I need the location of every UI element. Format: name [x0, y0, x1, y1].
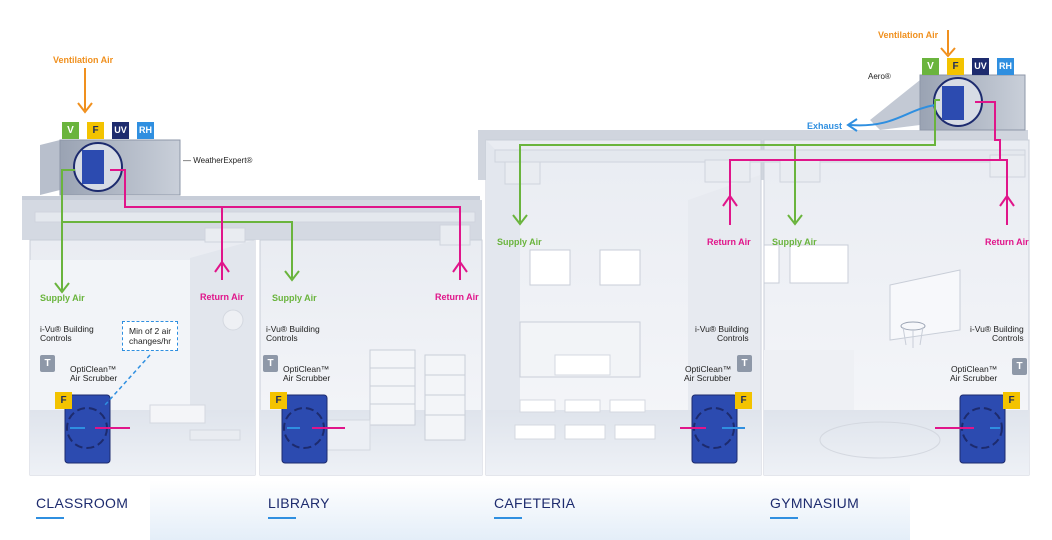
badge-f-library: F — [270, 392, 287, 409]
room-label-library: LIBRARY — [268, 495, 330, 511]
floor-glow — [150, 480, 910, 540]
return-air-label-classroom: Return Air — [200, 292, 244, 302]
badge-uv-right: UV — [972, 58, 989, 75]
scrubber-gymnasium — [935, 394, 1006, 464]
supply-air-lines — [54, 99, 940, 294]
ivu-controls-label-classroom: i-Vu® Building Controls — [40, 324, 94, 343]
supply-air-label-cafeteria: Supply Air — [497, 237, 542, 247]
ventilation-arrow-left — [77, 68, 93, 114]
thermostat-cafeteria: T — [737, 355, 752, 372]
aero-unit — [870, 74, 1026, 131]
ventilation-arrow-right — [940, 30, 956, 58]
room-underline-classroom — [36, 517, 64, 519]
exhaust-label: Exhaust — [807, 121, 843, 131]
opticlean-label-classroom: OptiClean™ Air Scrubber — [70, 364, 118, 383]
badge-rh-right: RH — [997, 58, 1014, 75]
opticlean-label-cafeteria: OptiClean™ Air Scrubber — [684, 364, 732, 383]
aero-label: Aero® — [868, 72, 891, 81]
badge-f-classroom: F — [55, 392, 72, 409]
badge-f-cafeteria: F — [735, 392, 752, 409]
supply-air-label-classroom: Supply Air — [40, 293, 85, 303]
thermostat-gymnasium: T — [1012, 358, 1027, 375]
badge-f-gymnasium: F — [1003, 392, 1020, 409]
weatherexpert-text: WeatherExpert® — [193, 156, 253, 165]
ventilation-air-label-left: Ventilation Air — [53, 55, 114, 65]
room-underline-gymnasium — [770, 517, 798, 519]
room-underline-cafeteria — [494, 517, 522, 519]
weatherexpert-label: — WeatherExpert® — [183, 156, 253, 165]
opticlean-label-gymnasium: OptiClean™ Air Scrubber — [950, 364, 998, 383]
badge-v-right: V — [922, 58, 939, 75]
opticlean-label-library: OptiClean™ Air Scrubber — [283, 364, 331, 383]
badge-f-right: F — [947, 58, 964, 75]
return-air-label-cafeteria: Return Air — [707, 237, 751, 247]
note-pointer — [104, 354, 151, 406]
room-label-cafeteria: CAFETERIA — [494, 495, 576, 511]
thermostat-classroom: T — [40, 355, 55, 372]
thermostat-library: T — [263, 355, 278, 372]
ivu-controls-label-gymnasium: i-Vu® Building Controls — [970, 324, 1024, 343]
scrubber-library — [281, 394, 345, 464]
badge-f-left: F — [87, 122, 104, 139]
weatherexpert-unit — [40, 139, 181, 196]
right-building — [478, 130, 1030, 476]
room-label-classroom: CLASSROOM — [36, 495, 129, 511]
ivu-controls-label-library: i-Vu® Building Controls — [266, 324, 320, 343]
return-air-lines — [110, 101, 1015, 280]
badge-rh-left: RH — [137, 122, 154, 139]
air-changes-note: Min of 2 air changes/hr — [122, 321, 179, 351]
badge-v-left: V — [62, 122, 79, 139]
ivu-controls-label-cafeteria: i-Vu® Building Controls — [695, 324, 749, 343]
supply-air-label-library: Supply Air — [272, 293, 317, 303]
return-air-label-gymnasium: Return Air — [985, 237, 1029, 247]
ventilation-air-label-right: Ventilation Air — [878, 30, 939, 40]
scrubber-classroom — [64, 394, 130, 464]
scrubber-cafeteria — [680, 394, 745, 464]
room-label-gymnasium: GYMNASIUM — [770, 495, 860, 511]
return-air-label-library: Return Air — [435, 292, 479, 302]
room-underline-library — [268, 517, 296, 519]
badge-uv-left: UV — [112, 122, 129, 139]
exhaust-arrow — [846, 104, 936, 132]
supply-air-label-gymnasium: Supply Air — [772, 237, 817, 247]
